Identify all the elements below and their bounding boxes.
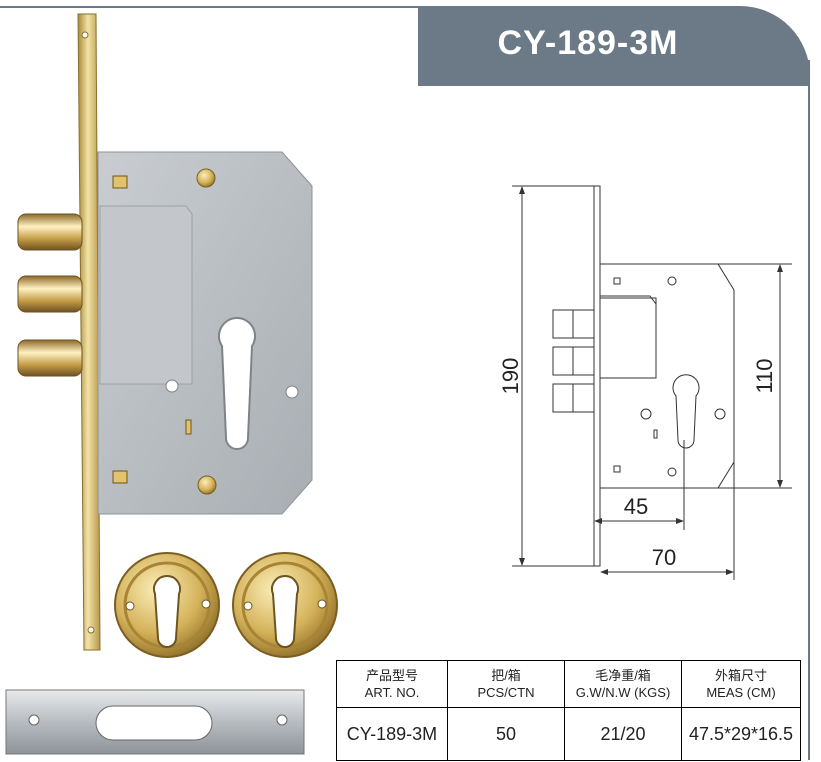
value-art-no: CY-189-3M	[336, 707, 448, 761]
lock-product-image	[5, 13, 338, 755]
title-banner	[418, 6, 810, 86]
dim-190: 190	[498, 358, 523, 395]
dim-110: 110	[752, 358, 777, 393]
value-pcs-ctn: 50	[447, 707, 565, 761]
product-title: CY-189-3M	[497, 24, 679, 62]
dim-45: 45	[624, 494, 648, 519]
frame-top-line	[0, 6, 420, 8]
frame-right-line	[808, 60, 810, 760]
value-meas: 47.5*29*16.5	[681, 707, 801, 761]
spec-value-row: CY-189-3M 50 21/20 47.5*29*16.5	[336, 707, 801, 761]
dim-70: 70	[652, 545, 676, 570]
value-weight: 21/20	[564, 707, 682, 761]
